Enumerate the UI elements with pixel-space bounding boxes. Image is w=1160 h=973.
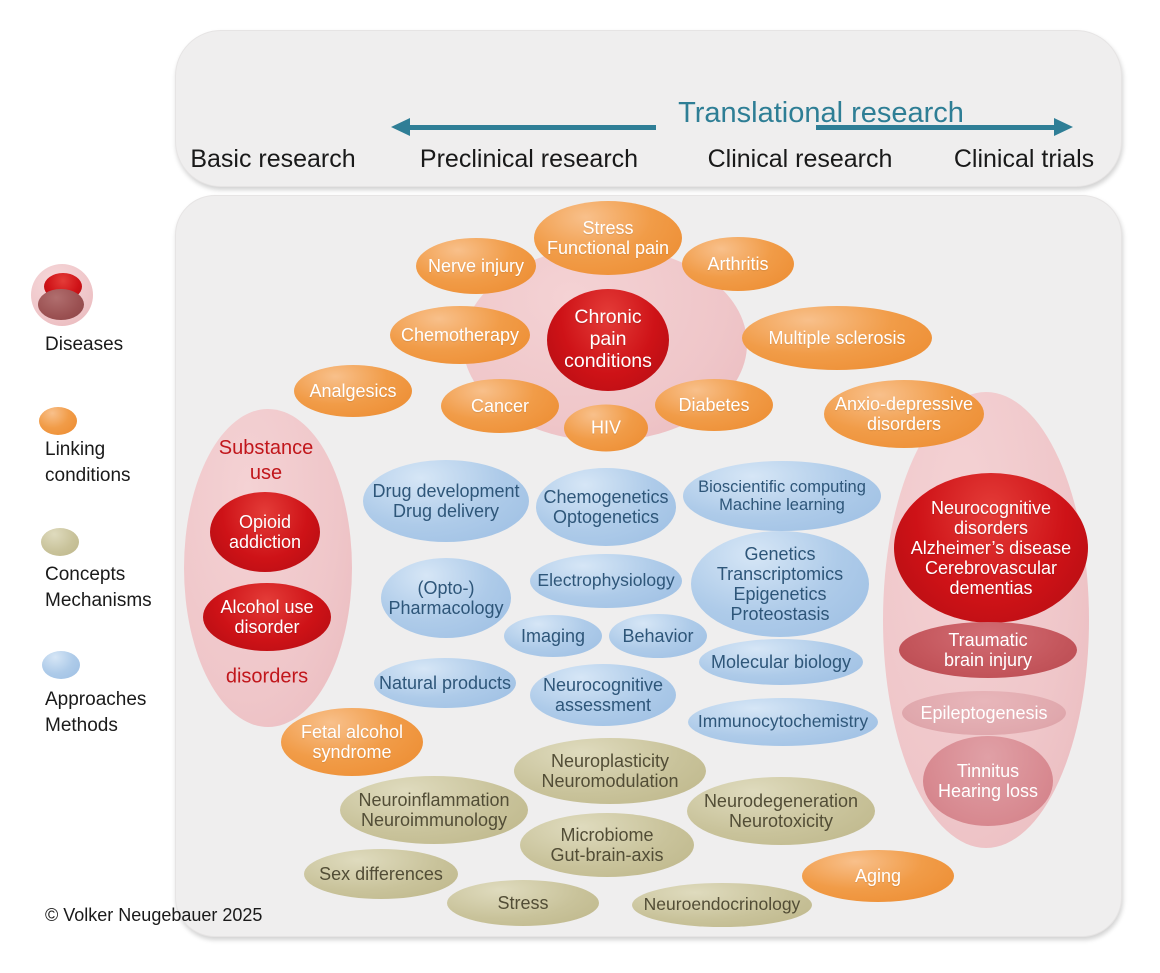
bubble-drug-development-delivery: Drug development Drug delivery <box>363 460 529 542</box>
bubble-chemotherapy: Chemotherapy <box>390 306 530 364</box>
bubble-multiple-sclerosis: Multiple sclerosis <box>742 306 932 370</box>
linking-conditions-icon <box>39 407 77 435</box>
legend-label-approaches-methods: Approaches Methods <box>45 689 147 736</box>
concepts-mechanisms-icon <box>41 528 79 556</box>
bubble-nerve-injury: Nerve injury <box>416 238 536 294</box>
translational-arrow-left-line <box>408 125 656 130</box>
bubble-aging: Aging <box>802 850 954 902</box>
bubble-bioscientific-computing: Bioscientific computing Machine learning <box>683 461 881 531</box>
bubble-neurocognitive-disorders: Neurocognitive disorders Alzheimer’s dis… <box>894 473 1088 623</box>
bubble-chemogenetics-optogenetics: Chemogenetics Optogenetics <box>536 468 676 546</box>
legend-label-diseases: Diseases <box>45 334 124 355</box>
bubble-opto-pharmacology: (Opto-) Pharmacology <box>381 558 511 638</box>
bubble-alcohol-use-disorder: Alcohol use disorder <box>203 583 331 651</box>
substance-use-zone-label-top: Substance use <box>218 437 314 484</box>
bubble-anxio-depressive-disorders: Anxio-depressive disorders <box>824 380 984 448</box>
bubble-opioid-addiction: Opioid addiction <box>210 492 320 572</box>
bubble-tinnitus-hearing-loss: Tinnitus Hearing loss <box>923 736 1053 826</box>
legend-label-linking-conditions: Linking conditions <box>45 439 131 486</box>
bubble-epileptogenesis: Epileptogenesis <box>902 691 1066 735</box>
bubble-traumatic-brain-injury: Traumatic brain injury <box>899 622 1077 678</box>
diseases-icon-dark-ellipse <box>38 289 84 320</box>
arrow-right-icon <box>1054 118 1073 136</box>
stage-preclinical-research: Preclinical research <box>419 145 639 173</box>
translational-arrow-right-line <box>816 125 1056 130</box>
bubble-neuroinflammation-neuroimmunology: Neuroinflammation Neuroimmunology <box>340 776 528 844</box>
bubble-neurocognitive-assessment: Neurocognitive assessment <box>530 664 676 726</box>
diseases-icon <box>31 264 93 326</box>
bubble-analgesics: Analgesics <box>294 365 412 417</box>
bubble-neuroplasticity-neuromodulation: Neuroplasticity Neuromodulation <box>514 738 706 804</box>
approaches-methods-icon <box>42 651 80 679</box>
translational-research-title: Translational research <box>678 97 964 129</box>
header-panel: Translational research Basic research Pr… <box>175 30 1122 187</box>
bubble-sex-differences: Sex differences <box>304 849 458 899</box>
stage-clinical-research: Clinical research <box>707 145 893 173</box>
bubble-stress: Stress <box>447 880 599 926</box>
arrow-left-icon <box>391 118 410 136</box>
bubble-neurodegeneration-neurotoxicity: Neurodegeneration Neurotoxicity <box>687 777 875 845</box>
substance-use-zone-label-bottom: disorders <box>225 665 309 688</box>
bubble-chronic-pain-conditions: Chronic pain conditions <box>547 289 669 391</box>
bubble-molecular-biology: Molecular biology <box>699 639 863 685</box>
legend-label-concepts-mechanisms: Concepts Mechanisms <box>45 564 152 611</box>
copyright-text: © Volker Neugebauer 2025 <box>45 905 263 925</box>
bubble-microbiome-gut-brain-axis: Microbiome Gut-brain-axis <box>520 813 694 877</box>
bubble-natural-products: Natural products <box>374 658 516 708</box>
stage-clinical-trials: Clinical trials <box>953 145 1095 173</box>
bubble-electrophysiology: Electrophysiology <box>530 554 682 608</box>
bubble-fetal-alcohol-syndrome: Fetal alcohol syndrome <box>281 708 423 776</box>
bubble-imaging: Imaging <box>504 615 602 657</box>
bubble-neuroendocrinology: Neuroendocrinology <box>632 883 812 927</box>
bubble-genetics-omics: Genetics Transcriptomics Epigenetics Pro… <box>691 531 869 637</box>
bubble-cancer: Cancer <box>441 379 559 433</box>
bubble-arthritis: Arthritis <box>682 237 794 291</box>
bubble-hiv: HIV <box>564 404 648 452</box>
stage-basic-research: Basic research <box>190 145 356 173</box>
bubble-stress-functional-pain: Stress Functional pain <box>534 201 682 275</box>
bubble-diabetes: Diabetes <box>655 379 773 431</box>
bubble-immunocytochemistry: Immunocytochemistry <box>688 698 878 746</box>
bubble-behavior: Behavior <box>609 614 707 658</box>
